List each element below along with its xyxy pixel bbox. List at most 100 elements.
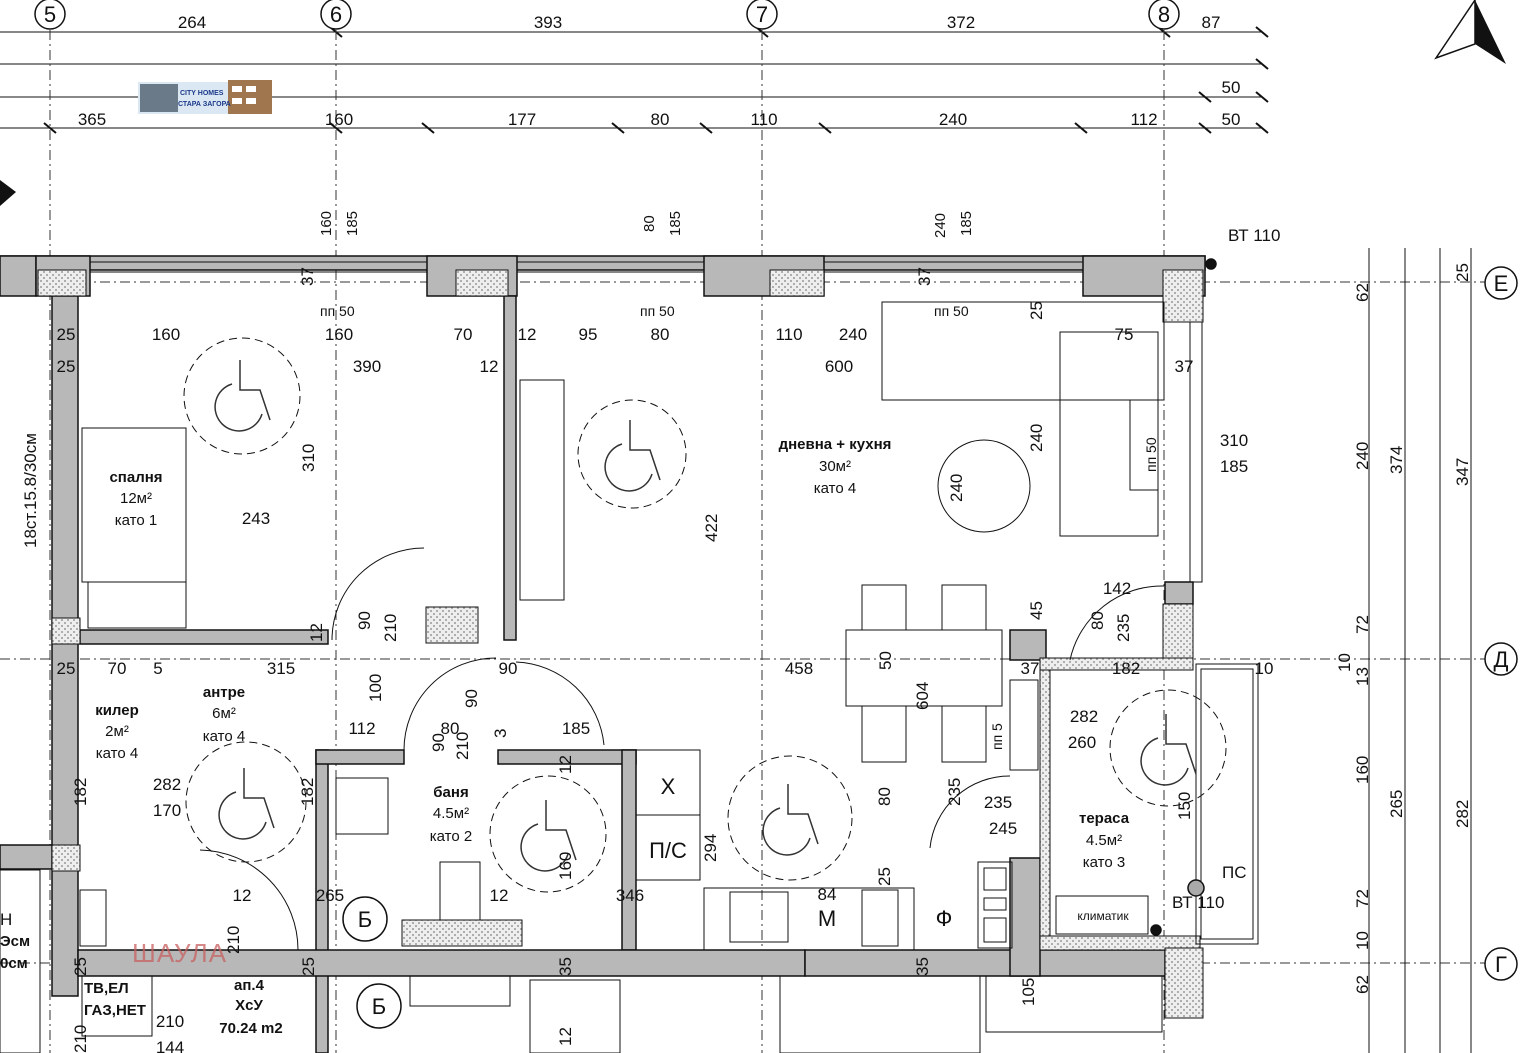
dim-v-25b: 25	[299, 957, 318, 976]
axis-bubbles-right	[1484, 266, 1518, 981]
dim-v-90c: 90	[429, 733, 448, 752]
room-bedroom-name: спалня	[109, 469, 162, 486]
dim-in-37: 37	[1175, 357, 1194, 376]
furniture	[0, 301, 1165, 1053]
dim-top-393: 393	[534, 13, 562, 32]
dim-v-294: 235	[945, 778, 964, 806]
room-storage-area: 2м²	[105, 723, 129, 740]
dim-right-62a: 62	[1353, 283, 1372, 302]
dim-v-282b: 182	[298, 778, 317, 806]
dim-in-240: 240	[839, 325, 867, 344]
dim-right-160: 160	[1353, 756, 1372, 784]
label-ps: П/С	[649, 838, 687, 863]
dim-in-25c: 25	[57, 659, 76, 678]
dim-in-12: 12	[518, 325, 537, 344]
dim-in-12b: 12	[480, 357, 499, 376]
dim-v-50: 50	[876, 651, 895, 670]
dim-v-185: 185	[344, 211, 361, 236]
dim-right-72b: 72	[1353, 889, 1372, 908]
label-h: Н	[0, 910, 12, 929]
dim-right-265: 265	[1387, 790, 1406, 818]
dim-in-260: 170	[153, 801, 181, 820]
dim-in-112: 185	[562, 719, 590, 738]
dim-in-25a: 25	[57, 325, 76, 344]
dim-v-422: 422	[702, 514, 721, 542]
insulation	[37, 269, 1204, 1019]
dim-in-600: 600	[825, 357, 853, 376]
dim-in-458: 458	[785, 659, 813, 678]
label-bt-top: ВТ 110	[1228, 226, 1280, 245]
dim-in-315: 315	[267, 659, 295, 678]
room-storage-floor: като 4	[96, 745, 138, 762]
dim-v-25d: 35	[913, 957, 932, 976]
right-dimension-lines	[1368, 248, 1472, 1053]
dim-right-282: 282	[1453, 800, 1472, 828]
dim-right-25: 25	[1453, 263, 1472, 282]
dim-r3-240: 240	[939, 110, 967, 129]
dim-v-100: 100	[366, 674, 385, 702]
dim-v-12: 12	[307, 623, 326, 642]
dim-v-310a: 310	[299, 444, 318, 472]
dim-in-210b: 144	[156, 1038, 184, 1053]
dim-in-185b: 260	[1068, 733, 1096, 752]
wheelchair-circles	[183, 337, 1227, 893]
apartment-type: ХсУ	[235, 997, 263, 1014]
dim-r3-80: 80	[651, 110, 670, 129]
dim-v-90d: 210	[224, 926, 243, 954]
room-bath-name: баня	[433, 784, 468, 801]
label-x: Х	[661, 774, 676, 799]
dim-v-80: 80	[1088, 611, 1107, 630]
label-pp50b: пп 50	[640, 303, 675, 319]
dim-r3-50: 50	[1222, 110, 1241, 129]
dim-in-160b: 160	[325, 325, 353, 344]
dim-r3-365: 365	[78, 110, 106, 129]
dim-right-13: 13	[1353, 667, 1372, 686]
axis-label-g: Г	[1495, 952, 1507, 977]
room-hall-floor: като 4	[203, 728, 245, 745]
dim-right-347: 347	[1453, 458, 1472, 486]
dim-v-45: 45	[1027, 601, 1046, 620]
dim-in-5: 5	[153, 659, 162, 678]
dim-top-87: 87	[1202, 13, 1221, 32]
dim-in-105: 210	[156, 1012, 184, 1031]
dim-v-185b: 185	[667, 211, 684, 236]
label-klimatik: климатик	[1077, 909, 1129, 923]
label-pp50a: пп 50	[320, 303, 355, 319]
dim-in-243: 243	[242, 509, 270, 528]
label-pp5: пп 5	[989, 723, 1005, 750]
room-terrace-name: тераса	[1079, 810, 1130, 827]
dim-in-282: 282	[153, 775, 181, 794]
windows	[89, 261, 1259, 945]
apartment-area: 70.24 m2	[219, 1020, 282, 1037]
dim-v-160: 80	[875, 787, 894, 806]
room-storage-name: килер	[95, 702, 139, 719]
interior-dimensions: 160 160 70 12 95 80 110 240 75 25 25 390…	[57, 325, 1274, 1053]
dim-in-75: 75	[1115, 325, 1134, 344]
dim-in-12c: 90	[499, 659, 518, 678]
room-terrace-area: 4.5м²	[1086, 832, 1122, 849]
dim-v-210b: 210	[453, 732, 472, 760]
axis-label-6: 6	[330, 2, 342, 27]
dim-in-80c: 235	[984, 793, 1012, 812]
dim-v-170: 160	[556, 852, 575, 880]
bath-symbols	[342, 258, 1217, 1029]
room-terrace-floor: като 3	[1083, 854, 1125, 871]
dim-v-604: 604	[913, 682, 932, 710]
dim-in-142: 142	[1103, 579, 1131, 598]
dim-in-37b: 37	[1021, 659, 1040, 678]
logo-text-1: CITY HOMES	[180, 90, 224, 97]
dim-in-346: 84	[818, 885, 837, 904]
dim-v-90a: 90	[355, 611, 374, 630]
dim-right-10b: 10	[1353, 931, 1372, 950]
dim-in-12d: 265	[316, 886, 344, 905]
dim-in-182: 182	[1112, 659, 1140, 678]
dim-v-182: 294	[701, 834, 720, 862]
doors	[199, 547, 1165, 951]
dim-v-80: 80	[641, 215, 658, 232]
room-living-name: дневна + кухня	[779, 436, 892, 453]
dim-in-10: 10	[1255, 659, 1274, 678]
axis-label-e: Е	[1494, 271, 1509, 296]
dim-in-185: 185	[1220, 457, 1248, 476]
section-arrow-icon	[0, 180, 16, 206]
dim-v-90b: 90	[462, 689, 481, 708]
